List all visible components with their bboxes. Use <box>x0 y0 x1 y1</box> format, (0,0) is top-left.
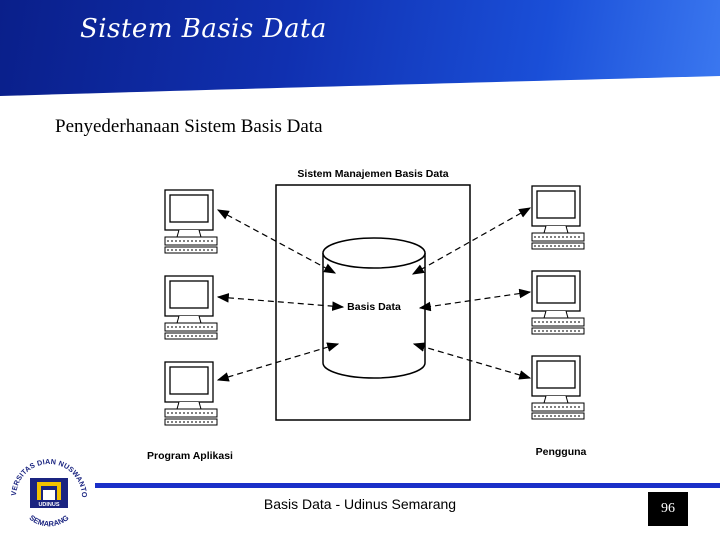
logo-center-text: UDINUS <box>38 502 59 508</box>
user-computer-icon-1 <box>531 185 585 250</box>
user-computer-icon-2 <box>531 270 585 335</box>
page-number-badge: 96 <box>648 492 688 526</box>
arrow-app-2 <box>216 293 345 311</box>
footer-rule <box>95 483 720 488</box>
arrow-user-2 <box>418 288 532 312</box>
arrow-app-1 <box>216 209 337 274</box>
header-wave <box>0 76 720 104</box>
slide-title: Sistem Basis Data <box>80 14 327 44</box>
user-computer-icon-3 <box>531 355 585 420</box>
database-system-diagram: Sistem Manajemen Basis Data Basis Data P… <box>147 168 587 462</box>
section-heading: Penyederhanaan Sistem Basis Data <box>55 116 323 137</box>
application-programs-label: Program Aplikasi <box>147 450 233 462</box>
udinus-logo: UNIVERSITAS DIAN NUSWANTORO SEMARANG UDI… <box>4 452 90 538</box>
svg-text:SEMARANG: SEMARANG <box>28 513 71 528</box>
dbms-label: Sistem Manajemen Basis Data <box>297 168 448 180</box>
application-computer-icon-2 <box>164 275 218 340</box>
application-computer-icon-3 <box>164 361 218 426</box>
users-label: Pengguna <box>536 446 587 458</box>
logo-bottom-text: SEMARANG <box>28 513 71 528</box>
header-band <box>0 0 720 104</box>
database-label: Basis Data <box>347 301 401 313</box>
arrow-app-3 <box>216 342 340 382</box>
footer-text: Basis Data - Udinus Semarang <box>263 496 457 512</box>
application-computer-icon-1 <box>164 189 218 254</box>
arrow-user-3 <box>412 342 532 380</box>
arrow-user-1 <box>411 207 532 275</box>
